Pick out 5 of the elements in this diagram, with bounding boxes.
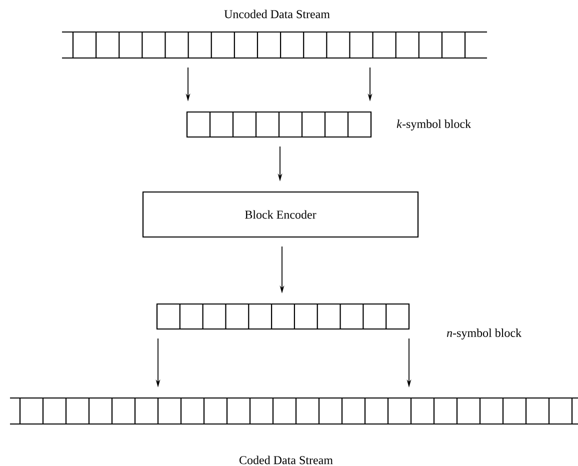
stream-heading: Uncoded Data Stream — [224, 10, 330, 18]
block-caption: n-symbol block — [446, 328, 522, 340]
stream-heading: Coded Data Stream — [240, 456, 333, 464]
block-caption: k-symbol block — [396, 120, 472, 130]
encoder-box: Block Encoder — [142, 191, 419, 238]
